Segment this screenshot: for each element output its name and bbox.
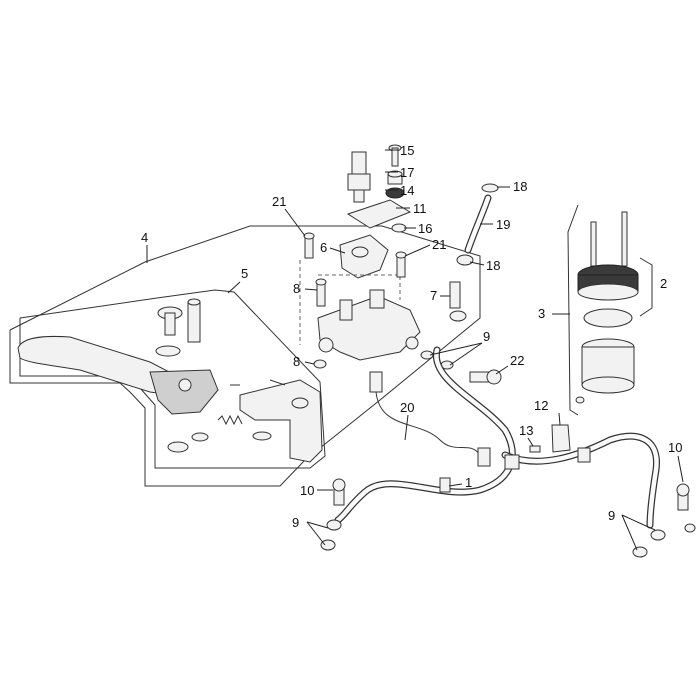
callout-16: 16 bbox=[418, 221, 432, 236]
brake-light-switch bbox=[347, 151, 371, 203]
brake-switch-cable-20 bbox=[369, 371, 491, 467]
callout-4: 4 bbox=[141, 230, 148, 245]
callout-8-upper: 8 bbox=[293, 281, 300, 296]
brake-hose-1 bbox=[334, 346, 660, 529]
callout-17: 17 bbox=[400, 165, 414, 180]
callout-15: 15 bbox=[400, 143, 414, 158]
lever-spring bbox=[217, 414, 243, 426]
reservoir-diaphragm bbox=[583, 308, 633, 328]
callout-14: 14 bbox=[400, 183, 414, 198]
callout-9-top: 9 bbox=[483, 329, 490, 344]
banjo-bolt-10-right bbox=[676, 483, 690, 511]
clamp-bolt-21-left bbox=[303, 232, 315, 259]
screw-13 bbox=[529, 445, 541, 453]
callout-11: 11 bbox=[413, 201, 427, 216]
callout-10-right: 10 bbox=[668, 440, 682, 455]
lever-pivot-bolt bbox=[155, 306, 183, 357]
callout-labels: 15 17 14 11 16 18 19 18 21 21 6 4 5 8 8 … bbox=[141, 143, 682, 530]
callout-1: 1 bbox=[465, 475, 472, 490]
sealing-washers-9-left bbox=[320, 519, 342, 551]
lever-adjuster-block bbox=[230, 379, 323, 463]
callout-12: 12 bbox=[534, 398, 548, 413]
callout-3: 3 bbox=[538, 306, 545, 321]
leader-lines bbox=[284, 149, 684, 551]
sealing-washers-9-top bbox=[420, 350, 454, 370]
banjo-bolt-10-left bbox=[332, 478, 346, 506]
reservoir-body bbox=[575, 338, 635, 404]
callout-22: 22 bbox=[510, 353, 524, 368]
callout-21-left: 21 bbox=[272, 194, 286, 209]
callout-6: 6 bbox=[320, 240, 327, 255]
reservoir-screws bbox=[590, 211, 628, 267]
group-outline-3 bbox=[552, 204, 579, 416]
callout-18-top: 18 bbox=[513, 179, 527, 194]
callout-9-right: 9 bbox=[608, 508, 615, 523]
callout-18-lower: 18 bbox=[486, 258, 500, 273]
banjo-bolt-22 bbox=[469, 369, 502, 385]
callout-20: 20 bbox=[400, 400, 414, 415]
nut-8-lower bbox=[313, 359, 327, 369]
callout-7: 7 bbox=[430, 288, 437, 303]
callout-9-left: 9 bbox=[292, 515, 299, 530]
callout-5: 5 bbox=[241, 266, 248, 281]
lever-pin bbox=[187, 298, 201, 343]
callout-2: 2 bbox=[660, 276, 667, 291]
reservoir-hose-19 bbox=[456, 183, 499, 266]
callout-13: 13 bbox=[519, 423, 533, 438]
cover-plate-11 bbox=[346, 199, 412, 229]
fitting-7 bbox=[449, 281, 467, 322]
bolt-8-upper bbox=[315, 278, 327, 307]
sealing-washers-9-right bbox=[632, 523, 696, 558]
brake-lever bbox=[17, 335, 219, 415]
reservoir-cap-2 bbox=[577, 264, 639, 301]
clamp-bolt-21-right bbox=[395, 251, 407, 278]
bracket-12 bbox=[551, 424, 571, 453]
callout-21-right: 21 bbox=[432, 237, 446, 252]
washer-16 bbox=[391, 223, 407, 233]
callout-19: 19 bbox=[496, 217, 510, 232]
master-cylinder-body bbox=[317, 289, 421, 361]
handlebar-clamp bbox=[339, 234, 389, 279]
callout-8-lower: 8 bbox=[293, 354, 300, 369]
group-outline-2 bbox=[639, 257, 653, 317]
circlip-washers bbox=[167, 431, 272, 453]
callout-10-left: 10 bbox=[300, 483, 314, 498]
